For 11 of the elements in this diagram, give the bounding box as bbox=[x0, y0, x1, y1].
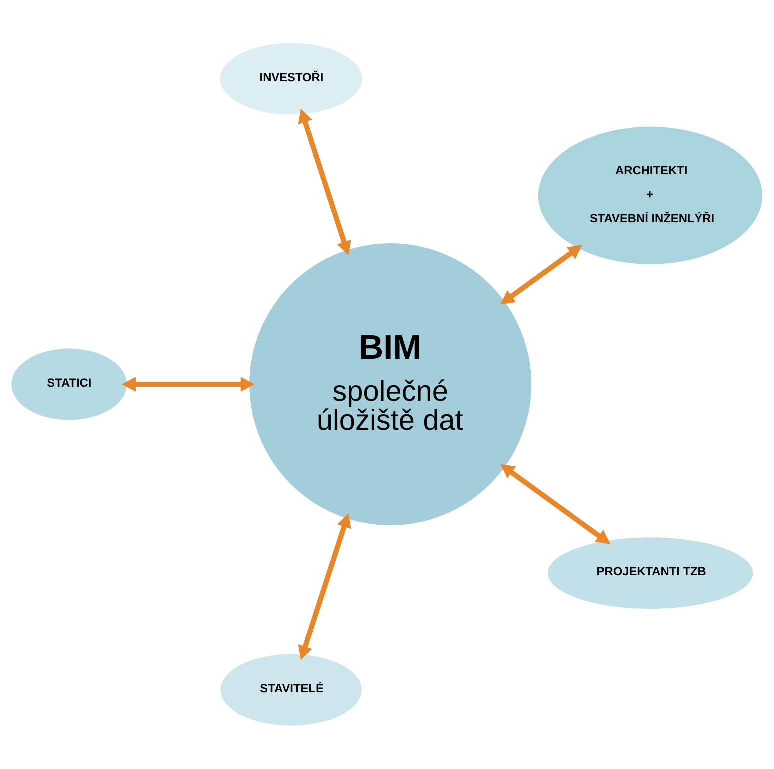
arrow bbox=[298, 514, 352, 660]
arrow bbox=[500, 464, 611, 544]
node-ellipse: PROJEKTANTI TZB bbox=[548, 538, 754, 610]
node-ellipse: STATICI bbox=[12, 348, 128, 420]
node-ellipse: INVESTOŘI bbox=[220, 43, 362, 115]
arrow bbox=[298, 108, 352, 256]
node-circle: BIM společné úložiště dat bbox=[250, 244, 532, 526]
arrow bbox=[122, 377, 255, 392]
node-ellipse: STAVITELÉ bbox=[220, 654, 362, 726]
node-ellipse: ARCHITEKTI + STAVEBNÍ INŽENLÝŘI bbox=[538, 126, 763, 264]
arrow bbox=[500, 245, 582, 305]
